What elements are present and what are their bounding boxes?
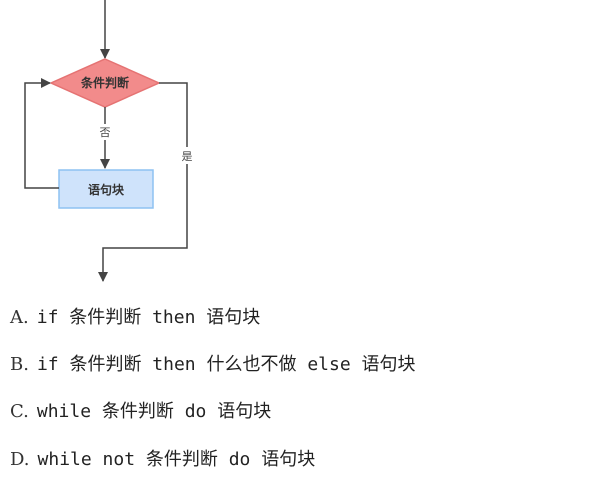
option-b-letter: B. <box>10 354 29 375</box>
option-b[interactable]: B. if 条件判断 then 什么也不做 else 语句块 <box>10 349 416 379</box>
option-a-letter: A. <box>10 307 29 328</box>
option-d-text: while not 条件判断 do 语句块 <box>37 449 316 470</box>
process-label: 语句块 <box>88 182 125 197</box>
process-box <box>58 169 154 209</box>
option-c[interactable]: C. while 条件判断 do 语句块 <box>10 396 271 426</box>
option-b-text: if 条件判断 then 什么也不做 else 语句块 <box>36 354 416 375</box>
yes-edge-label-bg <box>179 147 195 164</box>
yes-edge-arrow <box>98 82 188 282</box>
option-a-text: if 条件判断 then 语句块 <box>36 307 261 328</box>
option-c-letter: C. <box>10 401 29 422</box>
no-edge-label: 否 <box>100 126 111 139</box>
decision-label: 条件判断 <box>80 75 129 90</box>
no-edge-label-bg <box>98 124 112 140</box>
yes-edge-label: 是 <box>182 150 193 163</box>
flowchart-diagram: 条件判断 否 语句块 是 <box>24 0 195 282</box>
option-d[interactable]: D. while not 条件判断 do 语句块 <box>10 444 315 474</box>
option-d-letter: D. <box>10 449 30 470</box>
option-c-text: while 条件判断 do 语句块 <box>36 401 272 422</box>
option-a[interactable]: A. if 条件判断 then 语句块 <box>10 302 260 332</box>
loop-back-arrow <box>24 78 59 189</box>
